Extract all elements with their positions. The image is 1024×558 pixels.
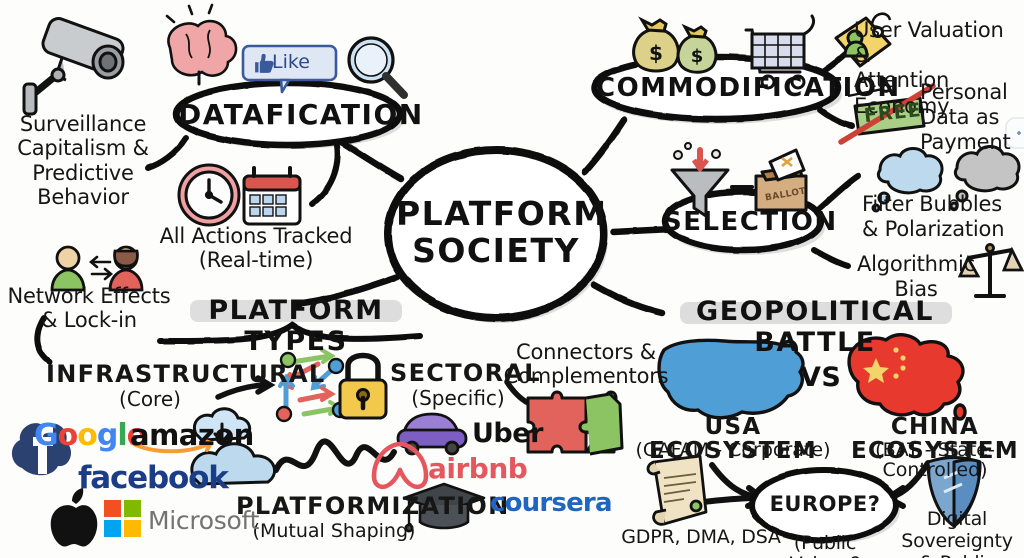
brain-icon	[165, 3, 238, 86]
like-button-label[interactable]: Like	[272, 51, 310, 73]
scroll-document-icon	[646, 454, 708, 526]
padlock-icon	[338, 352, 388, 420]
label-infrastructural-title: INFRASTRUCTURAL	[46, 360, 326, 388]
calendar-icon	[242, 166, 302, 226]
edge-commodification-datapayment	[817, 107, 855, 129]
airbnb-mark-icon	[371, 441, 429, 489]
label-china-title: CHINA ECOSYSTEM	[851, 414, 1019, 465]
clock-icon	[177, 163, 241, 227]
ballot-box-label: BALLOT	[764, 186, 807, 204]
node-label-geopolitical[interactable]: GEOPOLITICAL BATTLE	[696, 296, 934, 358]
node-label-platform-types[interactable]: PLATFORM TYPES	[208, 295, 384, 357]
magnifier-icon	[347, 36, 408, 99]
brand-coursera: coursera	[490, 488, 612, 518]
label-digital-sovereignty: Digital Sovereignty & Public Alternative…	[901, 508, 1013, 558]
label-sectoral-subtitle: (Specific)	[411, 386, 505, 410]
microsoft-logo-icon	[104, 500, 141, 537]
car-icon	[396, 412, 468, 456]
label-infrastructural-subtitle: (Core)	[119, 387, 181, 411]
leaf-algorithmic-bias: Algorithmic Bias	[856, 252, 976, 301]
apple-logo-icon	[50, 488, 98, 547]
label-china-subtitle: (BAT - State-Controlled)	[875, 439, 995, 482]
arrow-usa-to-europe	[709, 462, 763, 501]
edge-center-to-datafication	[334, 136, 405, 183]
cctv-camera-icon	[22, 17, 125, 116]
label-usa-title: USA ECOSYSTEM	[649, 414, 817, 465]
brand-amazon: amazon	[130, 418, 254, 452]
leaf-network-effects: Network Effects & Lock-in	[7, 284, 171, 333]
europe-node-line1: EUROPE?	[769, 491, 881, 516]
svg-text:$: $	[691, 46, 704, 67]
datafication-edges	[145, 135, 341, 207]
leaf-surveillance-capitalism: Surveillance Capitalism & Predictive Beh…	[17, 112, 149, 210]
funnel-icon	[670, 142, 754, 218]
center-node-line1: PLATFORM	[396, 194, 608, 233]
edge-center-to-commodification	[581, 116, 628, 176]
ballot-box-icon	[754, 148, 808, 212]
label-platformization-subtitle: (Mutual Shaping)	[252, 520, 416, 542]
svg-text:$: $	[649, 41, 663, 65]
label-platformization-title: PLATFORMIZATION	[236, 492, 510, 520]
node-label-datafication[interactable]: DATAFICATION	[178, 98, 424, 131]
edge-selection-algobias	[811, 247, 851, 269]
europe-node-line2: (Public Values?	[790, 532, 861, 558]
brand-microsoft: Microsoft	[148, 506, 260, 535]
brand-google: Google	[34, 418, 147, 453]
edge-datafication-tracked	[309, 143, 341, 207]
arrow-gdpr-to-europe	[699, 495, 757, 505]
edge-selection-filterbubbles	[815, 173, 861, 213]
edge-commodification-uservaluation	[819, 44, 855, 75]
brand-uber: Uber	[472, 418, 543, 449]
node-label-selection[interactable]: SELECTION	[663, 207, 838, 237]
label-connectors-complementors: Connectors & Complementors	[503, 340, 669, 389]
edge-center-to-geopolitical	[590, 281, 666, 317]
brand-facebook: facebook	[78, 460, 229, 496]
node-label-commodification[interactable]: COMMODIFICATION	[596, 73, 901, 103]
leaf-personal-data-payment: Personal Data as Payment	[920, 80, 1011, 154]
label-versus: VS	[800, 362, 842, 393]
leaf-all-actions-tracked: All Actions Tracked (Real-time)	[159, 224, 353, 273]
brand-airbnb: airbnb	[428, 452, 528, 485]
europe-node-text[interactable]: EUROPE? (Public Values? Regulation?)	[756, 475, 894, 558]
money-bag-icon: $ $	[632, 16, 738, 74]
label-usa-subtitle: (GAFAM - Corporate)	[635, 439, 831, 461]
leaf-user-valuation: User Valuation & Attention Economy	[854, 18, 1004, 118]
leaf-filter-bubbles: Filter Bubbles & Polarization	[862, 192, 1005, 241]
wave-icon	[273, 438, 397, 473]
free-sign-label: FREE	[863, 99, 923, 127]
center-node-line2: SOCIETY	[412, 230, 580, 270]
label-regulations: GDPR, DMA, DSA	[621, 526, 781, 548]
label-sectoral-title: SECTORAL	[390, 359, 541, 387]
center-node-text: PLATFORM SOCIETY	[396, 194, 608, 270]
